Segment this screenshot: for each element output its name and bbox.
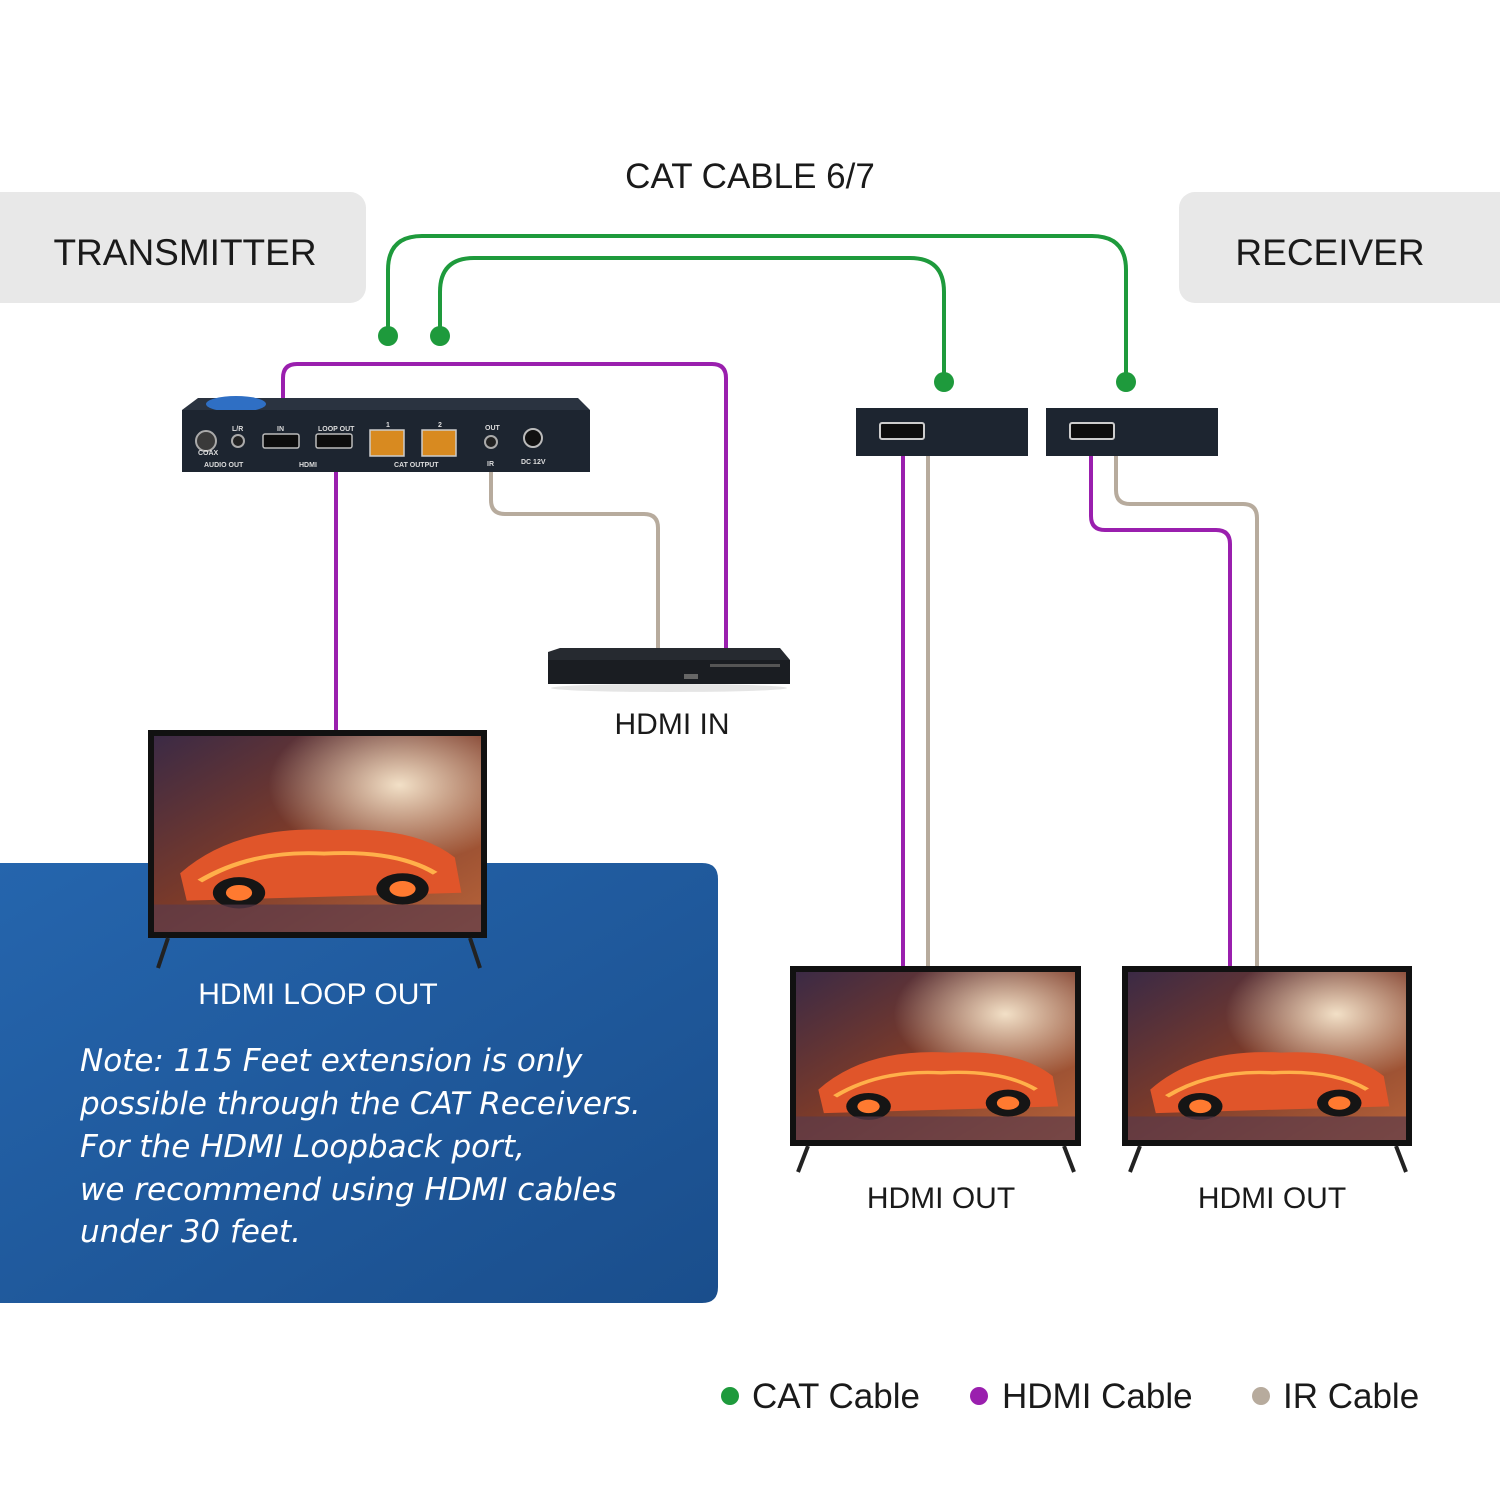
cat-cable-2 <box>438 256 946 382</box>
hdmi-loop-port <box>315 433 353 449</box>
note-line-3: For the HDMI Loopback port, <box>80 1129 525 1165</box>
panel-hdmi-label: HDMI <box>299 462 317 469</box>
cat-cable-1 <box>386 234 1128 382</box>
tv-hdmi-out-2 <box>1122 966 1412 1173</box>
cat-receiver-dot-1 <box>934 372 954 392</box>
tv-hdmi-out-1 <box>790 966 1081 1173</box>
ir-cable-transmitter <box>489 468 660 652</box>
cat-cable-title: CAT CABLE 6/7 <box>625 157 875 196</box>
coax-port <box>195 430 217 452</box>
cat-output-port-1 <box>369 429 405 457</box>
receiver-device-2 <box>1046 408 1218 456</box>
note-panel <box>0 863 718 1303</box>
hdmi-out-label-2: HDMI OUT <box>1198 1182 1346 1215</box>
receiver-device-1 <box>856 408 1028 456</box>
panel-ir-out-label: OUT <box>485 425 501 432</box>
hdmi-out-cable-2 <box>1089 452 1232 968</box>
cat-port-dot-2 <box>430 326 450 346</box>
legend-hdmi-dot <box>970 1387 988 1405</box>
ir-cable-receiver-2 <box>1114 452 1259 968</box>
receiver-2-hdmi-port <box>1069 422 1115 440</box>
panel-cat-output-label: CAT OUTPUT <box>394 462 439 469</box>
legend-cat-dot <box>721 1387 739 1405</box>
transmitter-label: TRANSMITTER <box>53 232 316 273</box>
panel-coax-label: COAX <box>198 450 219 457</box>
note-line-4: we recommend using HDMI cables <box>80 1172 617 1208</box>
panel-port2-label: 2 <box>438 422 442 429</box>
cat-port-dot-1 <box>378 326 398 346</box>
hdmi-in-port <box>262 433 300 449</box>
legend-ir-dot <box>1252 1387 1270 1405</box>
tv-loop-out <box>148 730 487 969</box>
lr-audio-port <box>231 434 245 448</box>
legend-ir-label: IR Cable <box>1283 1377 1419 1416</box>
cat-receiver-dot-2 <box>1116 372 1136 392</box>
ir-out-port <box>484 435 498 449</box>
hdmi-out-label-1: HDMI OUT <box>867 1182 1015 1215</box>
receiver-label: RECEIVER <box>1235 232 1424 273</box>
note-line-1: Note: 115 Feet extension is only <box>80 1043 583 1079</box>
panel-port1-label: 1 <box>386 422 390 429</box>
receiver-1-hdmi-port <box>879 422 925 440</box>
note-line-2: possible through the CAT Receivers. <box>79 1086 641 1122</box>
panel-audio-out-label: AUDIO OUT <box>204 462 244 469</box>
panel-loop-out-label: LOOP OUT <box>318 426 355 433</box>
panel-hdmi-in-label: IN <box>277 426 284 433</box>
panel-lr-label: L/R <box>232 426 243 433</box>
transmitter-device: COAX L/R AUDIO OUT IN LOOP OUT HDMI 1 2 … <box>182 396 590 472</box>
hdmi-in-cable <box>281 362 728 652</box>
panel-dc-label: DC 12V <box>521 459 546 466</box>
note-line-5: under 30 feet. <box>80 1214 301 1250</box>
transmitter-label-box <box>0 192 366 303</box>
legend: CAT Cable HDMI Cable IR Cable <box>721 1377 1419 1416</box>
dc-power-port <box>523 428 543 448</box>
hdmi-in-label: HDMI IN <box>615 708 730 741</box>
legend-cat-label: CAT Cable <box>752 1377 920 1416</box>
hdmi-loop-out-label: HDMI LOOP OUT <box>198 978 437 1011</box>
panel-ir-label: IR <box>487 461 494 468</box>
legend-hdmi-label: HDMI Cable <box>1002 1377 1193 1416</box>
cat-output-port-2 <box>421 429 457 457</box>
source-player <box>548 648 790 692</box>
receiver-label-box <box>1179 192 1500 303</box>
